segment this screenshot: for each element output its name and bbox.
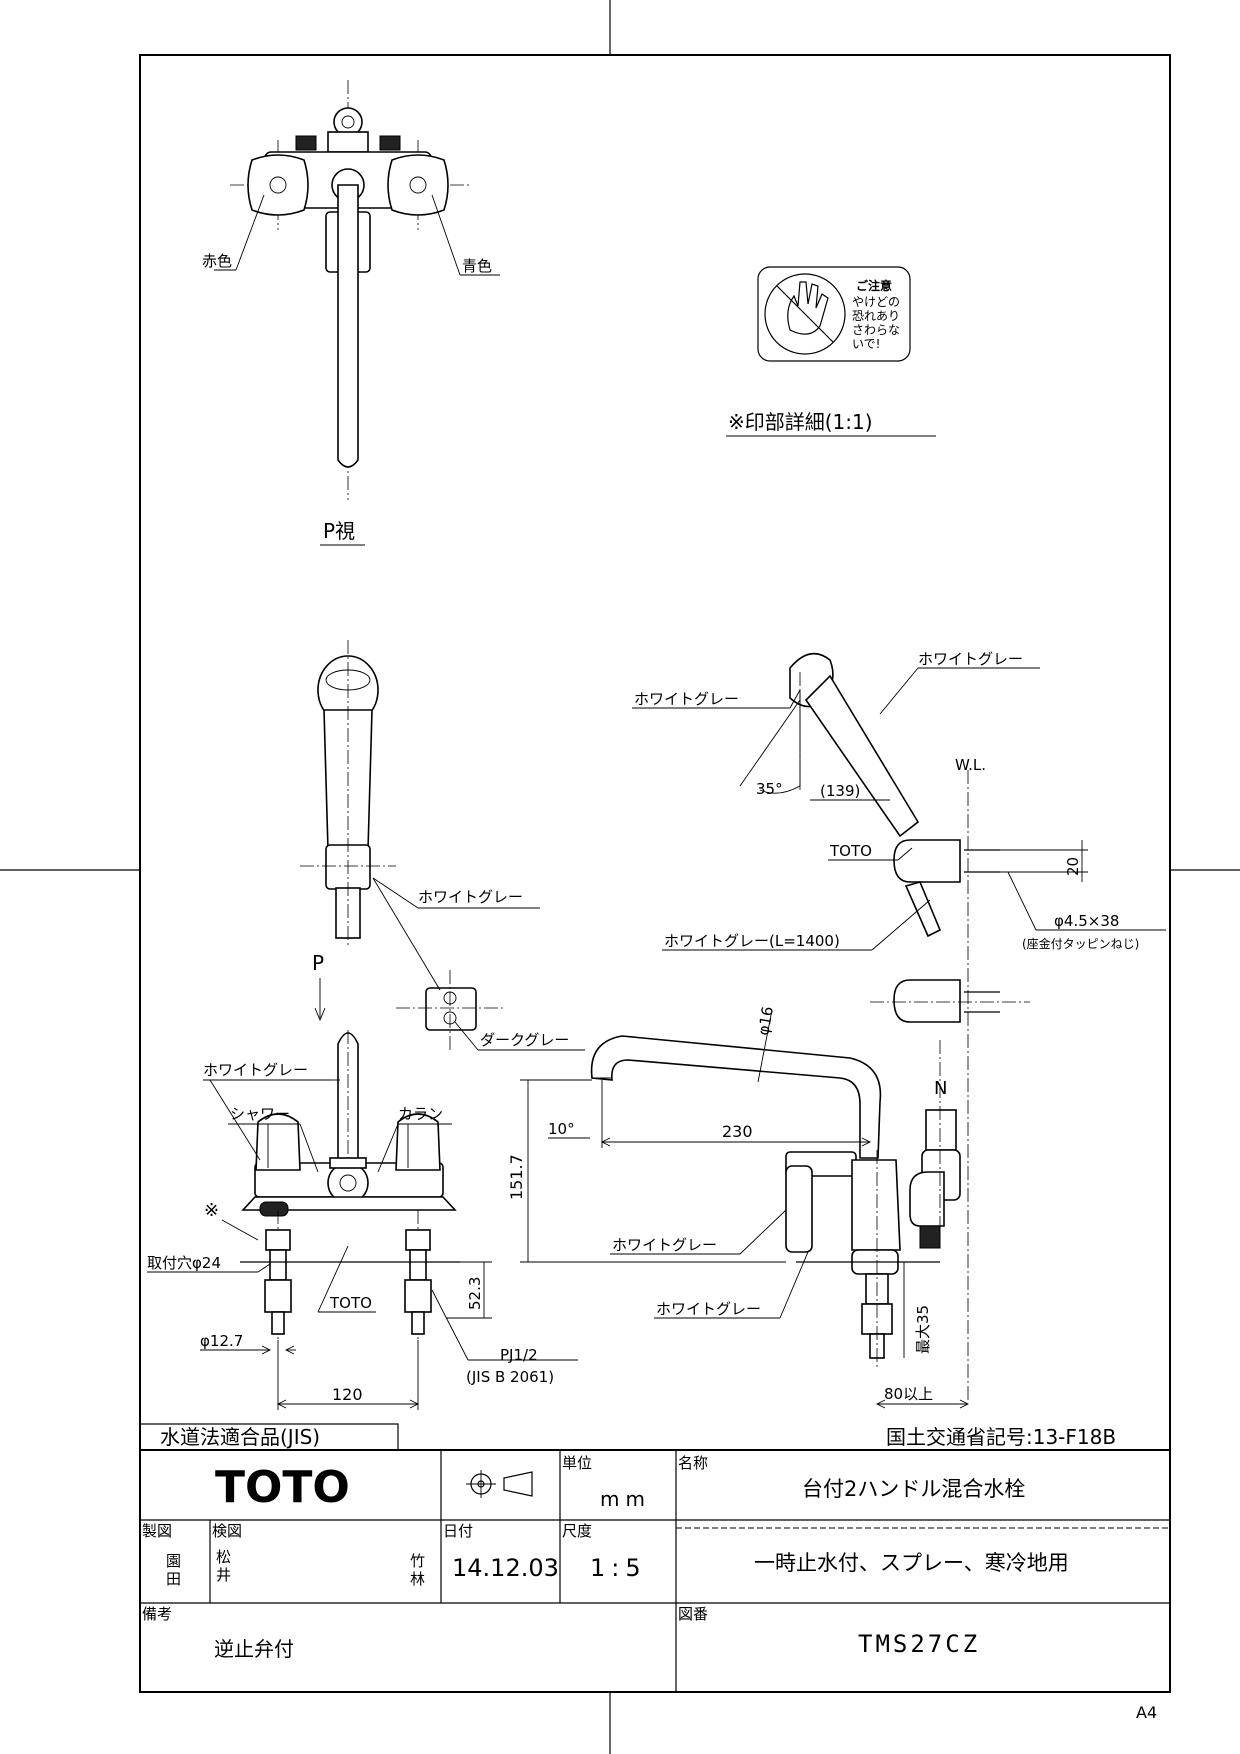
- remarks-label: 備考: [142, 1605, 172, 1623]
- direction-marker: P: [312, 951, 324, 975]
- callout-screw: φ4.5×38: [1054, 912, 1119, 930]
- projection-symbol: [466, 1470, 533, 1498]
- dim-80: 80以上: [884, 1385, 933, 1403]
- drawing-no-value: TMS27CZ: [858, 1630, 980, 1658]
- remarks-value: 逆止弁付: [214, 1637, 294, 1661]
- caution-line-4: いで!: [852, 337, 880, 351]
- callout-screw-note: (座金付タッピンねじ): [1022, 936, 1139, 951]
- callout-base-side: ホワイトグレー: [656, 1300, 761, 1318]
- dim-10deg: 10°: [548, 1120, 575, 1138]
- callout-asterisk: ※: [204, 1200, 219, 1221]
- caution-label: ご注意 やけどの 恐れあり さわらな いで! ※印部詳細(1:1): [726, 266, 936, 437]
- dim-151-7: 151.7: [507, 1154, 526, 1200]
- dim-20: 20: [1064, 857, 1082, 876]
- callout-toto-side: TOTO: [829, 842, 872, 860]
- callout-pipe-dia: φ12.7: [200, 1332, 243, 1350]
- callout-white-gray-body: ホワイトグレー: [203, 1061, 308, 1079]
- caution-line-3: さわらな: [852, 323, 900, 337]
- scale-value: 1:5: [590, 1554, 647, 1582]
- callout-white-gray-holder: ホワイトグレー: [418, 888, 523, 906]
- drawing-frame: [139, 54, 1171, 1693]
- checked-by2-2: 林: [410, 1570, 425, 1588]
- caution-title: ご注意: [856, 278, 892, 293]
- approval-row: 水道法適合品(JIS) 国土交通省記号:13-F18B: [139, 1423, 1116, 1451]
- name-value: 台付2ハンドル混合水栓: [802, 1477, 1025, 1501]
- drafted-label: 製図: [142, 1522, 172, 1540]
- detail-label: ※印部詳細(1:1): [728, 410, 873, 434]
- callout-head-right: ホワイトグレー: [918, 650, 1023, 668]
- subtitle: 一時止水付、スプレー、寒冷地用: [754, 1551, 1069, 1575]
- callout-hose: ホワイトグレー(L=1400): [664, 932, 840, 950]
- drawing-no-label: 図番: [678, 1605, 708, 1623]
- unit-label: 単位: [562, 1454, 592, 1472]
- approval-box: 水道法適合品(JIS): [160, 1425, 320, 1449]
- drafted-by-1: 園: [166, 1552, 181, 1570]
- callout-thread-std: (JIS B 2061): [466, 1368, 554, 1386]
- checked-by-1: 松: [216, 1548, 231, 1566]
- dim-120: 120: [332, 1385, 363, 1404]
- callout-body-side: ホワイトグレー: [612, 1236, 717, 1254]
- paper-size: A4: [1136, 1703, 1157, 1722]
- name-label: 名称: [678, 1454, 708, 1472]
- callout-thread: PJ1/2: [500, 1346, 538, 1364]
- side-view: W.L. 20 N 1: [507, 650, 1166, 1409]
- drafted-by-2: 田: [166, 1570, 181, 1588]
- dim-35deg: 35°: [756, 780, 783, 798]
- front-view: P: [147, 640, 585, 1410]
- dim-52-3: 52.3: [466, 1277, 484, 1310]
- callout-spout: カラン: [398, 1105, 443, 1123]
- caution-line-2: 恐れあり: [852, 309, 900, 323]
- checked-by2-1: 竹: [410, 1552, 425, 1570]
- callout-shower: シャワー: [230, 1105, 290, 1123]
- top-view: 赤色 青色 P視: [202, 80, 500, 546]
- callout-toto-mark: TOTO: [329, 1294, 372, 1312]
- callout-dark-gray: ダークグレー: [480, 1031, 569, 1049]
- dim-139: (139): [820, 782, 860, 800]
- dim-phi16: φ16: [754, 1005, 777, 1037]
- scale-label: 尺度: [562, 1522, 592, 1540]
- checked-label: 検図: [212, 1522, 242, 1540]
- date-label: 日付: [443, 1522, 473, 1540]
- date-value: 14.12.03: [452, 1554, 559, 1582]
- dim-230: 230: [722, 1122, 753, 1141]
- dim-max35: 最大35: [914, 1305, 932, 1354]
- water-level-mark: W.L.: [955, 756, 986, 774]
- caution-line-1: やけどの: [852, 295, 900, 309]
- title-block: TOTO 単位 mm 名称 台付2ハンドル混合水栓 製図 園 田 検図 松 井 …: [140, 1449, 1170, 1692]
- ministry-code: 国土交通省記号:13-F18B: [886, 1425, 1116, 1449]
- brand-logo: TOTO: [215, 1462, 350, 1513]
- callout-mount-hole: 取付穴φ24: [147, 1254, 221, 1272]
- callout-head-left: ホワイトグレー: [634, 690, 739, 708]
- callout-red: 赤色: [202, 252, 232, 270]
- checked-by-2: 井: [216, 1566, 231, 1584]
- callout-blue: 青色: [462, 257, 492, 275]
- n-mark: N: [934, 1078, 947, 1099]
- unit-value: mm: [600, 1487, 651, 1511]
- top-view-label: P視: [323, 519, 355, 543]
